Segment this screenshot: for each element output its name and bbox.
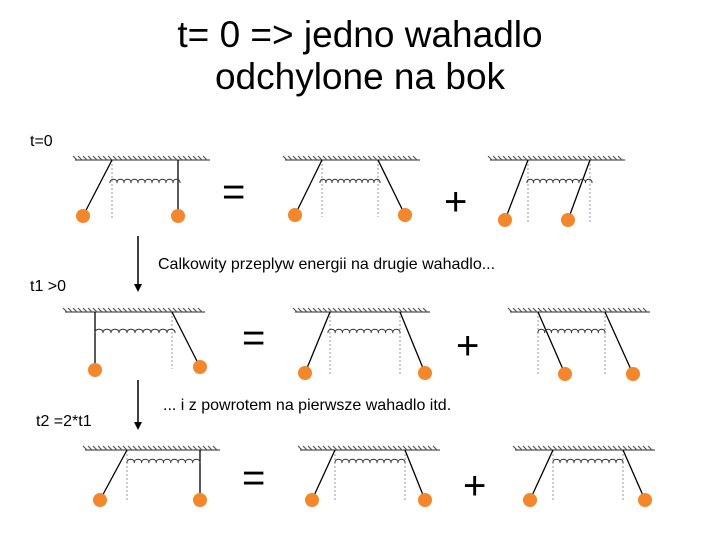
ceiling-r1b bbox=[282, 155, 420, 161]
plus-sign-row-3: + bbox=[463, 464, 487, 508]
pendulum-rod-r3b-left bbox=[311, 449, 336, 501]
ceiling-r3a bbox=[82, 445, 220, 451]
down-arrow-head-1 bbox=[134, 284, 142, 292]
pendulum-bob-r1c-right bbox=[561, 213, 575, 227]
ceiling-r2a bbox=[62, 307, 205, 313]
label-t2: t2 =2*t1 bbox=[36, 413, 92, 430]
pendulum-bob-r2c-right bbox=[626, 367, 640, 381]
pendulum-rod-r2c-right bbox=[604, 311, 634, 375]
pendulum-bob-r3a-right bbox=[193, 493, 207, 507]
pendulum-rod-r3b-right bbox=[404, 449, 426, 501]
spring-r2a bbox=[94, 328, 176, 334]
label-t1: t1 >0 bbox=[30, 278, 67, 295]
spring-r1b bbox=[319, 178, 381, 184]
pendulum-rod-r3c-left bbox=[529, 449, 554, 501]
pendulum-rod-r1a-left bbox=[82, 159, 113, 217]
pendulum-bob-r3c-left bbox=[523, 493, 537, 507]
spring-r3a bbox=[126, 458, 201, 464]
pendulum-bob-r3c-right bbox=[638, 493, 652, 507]
caption-energy-transfer: Calkowity przeplyw energii na drugie wah… bbox=[158, 256, 496, 273]
pendulum-rod-r2a-right bbox=[171, 311, 201, 368]
caption-energy-return: ... i z powrotem na pierwsze wahadlo itd… bbox=[163, 397, 452, 414]
ceiling-r1a bbox=[72, 155, 210, 161]
title-line-1: t= 0 => jedno wahadlo bbox=[177, 14, 543, 55]
pendulum-rod-r2b-right bbox=[399, 311, 426, 374]
spring-r3b bbox=[334, 458, 406, 464]
label-t0: t=0 bbox=[30, 133, 53, 150]
equals-sign-row-2: = bbox=[242, 316, 266, 360]
ceiling-r3c bbox=[512, 445, 655, 451]
pendulum-bob-r2a-right bbox=[193, 360, 207, 374]
spring-r2c bbox=[537, 328, 606, 334]
pendulum-bob-r1b-right bbox=[398, 208, 412, 222]
pendulum-bob-r1a-left bbox=[76, 209, 90, 223]
pendulum-rod-r1c-left bbox=[504, 159, 529, 221]
slide-title: t= 0 => jedno wahadlo odchylone na bok bbox=[0, 14, 720, 98]
pendulum-bob-r1c-left bbox=[498, 213, 512, 227]
pendulum-rod-r2c-left bbox=[537, 311, 566, 375]
ceiling-r1c bbox=[487, 155, 625, 161]
ceiling-r2b bbox=[292, 307, 430, 313]
pendulum-bob-r2c-left bbox=[558, 367, 572, 381]
pendulum-bob-r3a-left bbox=[93, 493, 107, 507]
pendulum-bob-r1b-left bbox=[288, 208, 302, 222]
pendulum-bob-r3b-right bbox=[418, 493, 432, 507]
spring-r1c bbox=[526, 178, 593, 184]
spring-r1a bbox=[109, 178, 181, 184]
pendulum-bob-r3b-left bbox=[305, 493, 319, 507]
spring-r3c bbox=[552, 458, 624, 464]
title-line-2: odchylone na bok bbox=[214, 56, 506, 97]
pendulum-rod-r1b-left bbox=[294, 159, 323, 216]
equals-sign-row-3: = bbox=[242, 456, 266, 500]
pendulum-bob-r1a-right bbox=[171, 209, 185, 223]
pendulum-bob-r2a-left bbox=[88, 363, 102, 377]
ceiling-r2c bbox=[507, 307, 650, 313]
pendulum-rod-r1c-right bbox=[567, 159, 591, 221]
equals-sign-row-1: = bbox=[222, 170, 246, 214]
ceiling-r3b bbox=[297, 445, 440, 451]
down-arrow-head-2 bbox=[134, 422, 142, 430]
pendulum-bob-r2b-right bbox=[418, 366, 432, 380]
pendulum-bob-r2b-left bbox=[298, 366, 312, 380]
plus-sign-row-1: + bbox=[444, 180, 468, 224]
spring-r2b bbox=[327, 328, 401, 334]
pendulum-rod-r1b-right bbox=[377, 159, 406, 216]
pendulum-rod-r2b-left bbox=[304, 311, 331, 374]
pendulum-rod-r3c-right bbox=[622, 449, 646, 501]
pendulum-rod-r3a-left bbox=[99, 449, 128, 501]
plus-sign-row-2: + bbox=[456, 324, 480, 368]
